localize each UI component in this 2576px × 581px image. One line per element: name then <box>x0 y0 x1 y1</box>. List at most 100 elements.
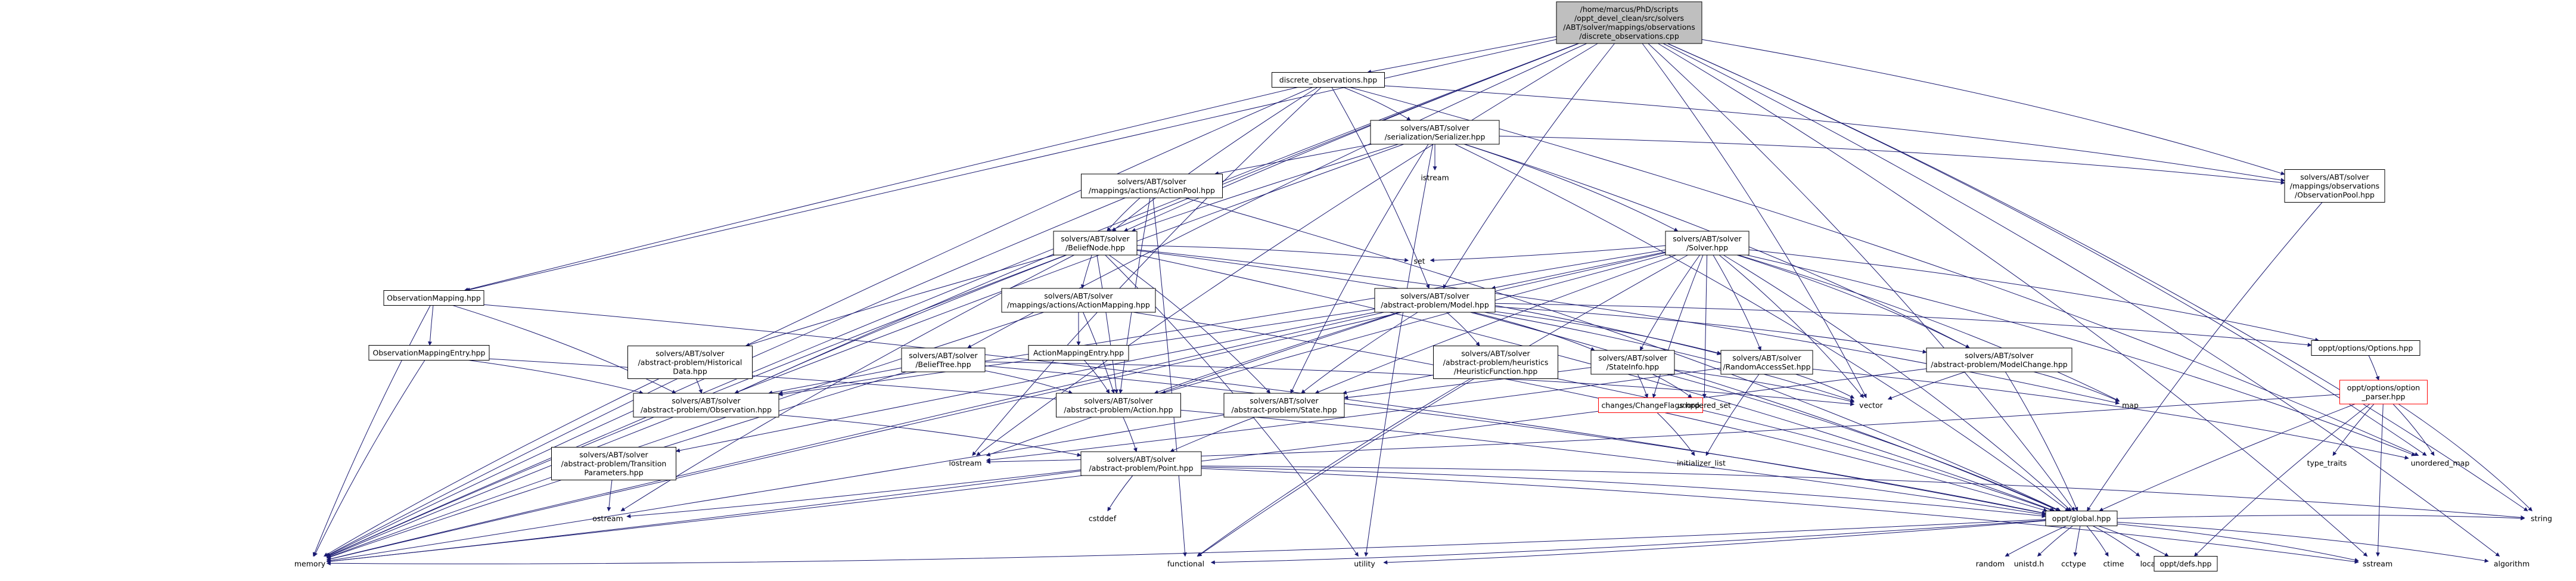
node-heuristic[interactable]: solvers/ABT/solver/abstract-problem/heur… <box>1433 346 1558 379</box>
node-defs[interactable]: oppt/defs.hpp <box>2154 556 2218 571</box>
node-label: istream <box>1421 173 1449 182</box>
edge-obs-mapping-to-memory <box>312 305 431 557</box>
node-label: /Solver.hpp <box>1686 243 1728 252</box>
node-label: /abstract-problem/State.hpp <box>1231 405 1337 414</box>
node-string: string <box>2531 514 2552 523</box>
edge-belief-node-to-observation <box>734 254 1067 394</box>
node-box <box>2045 511 2118 526</box>
node-box <box>627 346 753 379</box>
node-label: /HeuristicFunction.hpp <box>1454 367 1538 376</box>
node-action-mapping-entry[interactable]: ActionMappingEntry.hpp <box>1028 345 1129 361</box>
node-state[interactable]: solvers/ABT/solver/abstract-problem/Stat… <box>1223 393 1345 418</box>
node-transition[interactable]: solvers/ABT/solver/abstract-problem/Tran… <box>551 447 676 480</box>
node-box <box>1556 1 1702 44</box>
node-label: solvers/ABT/solver <box>909 351 978 360</box>
edge-global-to-defs <box>2098 526 2169 557</box>
edge-root-to-vector <box>1642 43 1867 399</box>
edge-root-to-belief-node <box>1123 43 1579 232</box>
node-belief-node[interactable]: solvers/ABT/solver/BeliefNode.hpp <box>1053 231 1138 256</box>
edge-random-access-to-initializer-list <box>1705 374 1760 456</box>
edge-solver-to-global <box>1723 254 2072 511</box>
node-ostream: ostream <box>592 514 623 523</box>
node-box <box>1665 231 1750 256</box>
node-label: random <box>1976 560 2005 568</box>
node-model-change[interactable]: solvers/ABT/solver/abstract-problem/Mode… <box>1926 347 2072 372</box>
node-label: functional <box>1167 560 1204 568</box>
node-model[interactable]: solvers/ABT/solver/abstract-problem/Mode… <box>1374 288 1496 313</box>
node-belief-tree[interactable]: solvers/ABT/solver/BeliefTree.hpp <box>901 347 986 372</box>
edge-change-flags-to-initializer-list <box>1657 412 1695 456</box>
edge-solver-to-state <box>1315 254 1676 394</box>
node-action[interactable]: solvers/ABT/solver/abstract-problem/Acti… <box>1056 393 1181 418</box>
edge-options-to-option-parser <box>2368 355 2380 381</box>
edge-global-to-memory <box>326 519 2046 566</box>
node-action-mapping[interactable]: solvers/ABT/solver/mappings/actions/Acti… <box>1001 288 1156 313</box>
edge-state-to-point <box>1170 417 1256 452</box>
edge-model-to-statistic <box>1472 312 1595 351</box>
node-label: solvers/ABT/solver <box>1400 123 1469 132</box>
node-serializer[interactable]: solvers/ABT/solver/serialization/Seriali… <box>1370 120 1500 145</box>
node-label: discrete_observations.hpp <box>1279 76 1377 85</box>
node-box <box>383 290 484 306</box>
node-label: solvers/ABT/solver <box>1732 353 1801 362</box>
node-box <box>2154 556 2218 571</box>
node-obs-mapping-entry[interactable]: ObservationMappingEntry.hpp <box>368 345 490 361</box>
node-obs-pool[interactable]: solvers/ABT/solver/mappings/observations… <box>2284 169 2385 203</box>
node-label: sstream <box>2363 560 2392 568</box>
edge-model-change-to-map <box>2033 371 2120 402</box>
node-statistic[interactable]: solvers/ABT/solver/StateInfo.hpp <box>1590 350 1675 375</box>
edge-discrete-obs-hpp-to-iostream <box>972 87 1322 456</box>
edge-belief-node-to-action-mapping <box>1080 254 1092 289</box>
edge-obs-mapping-to-observation <box>452 305 676 394</box>
edge-global-to-string <box>2117 515 2525 521</box>
node-label: solvers/ABT/solver <box>1598 353 1667 362</box>
node-discrete-obs-hpp[interactable]: discrete_observations.hpp <box>1272 72 1385 88</box>
node-box <box>368 345 490 361</box>
edge-discrete-obs-hpp-to-memory <box>325 87 1313 557</box>
node-options[interactable]: oppt/options/Options.hpp <box>2311 340 2420 356</box>
edge-discrete-obs-hpp-to-unordered-map <box>1350 87 2419 456</box>
node-label: /abstract-problem/Action.hpp <box>1064 405 1173 414</box>
node-label: memory <box>294 560 326 568</box>
edge-random-access-to-vector <box>1795 374 1855 399</box>
edge-point-to-sstream <box>1201 468 2359 564</box>
node-historical[interactable]: solvers/ABT/solver/abstract-problem/Hist… <box>627 346 753 379</box>
node-label: solvers/ABT/solver <box>1673 234 1742 243</box>
node-obs-mapping[interactable]: ObservationMapping.hpp <box>383 290 484 306</box>
edge-root-to-discrete-obs-hpp <box>1367 36 1557 74</box>
node-box <box>2339 380 2428 405</box>
node-label: /abstract-problem/Point.hpp <box>1089 464 1193 473</box>
edge-global-to-sstream <box>2117 523 2359 563</box>
node-label: ctime <box>2103 560 2124 568</box>
node-label: iostream <box>949 459 982 468</box>
edge-point-to-memory <box>326 470 1082 564</box>
node-label: solvers/ABT/solver <box>1965 351 2034 360</box>
node-box <box>1598 397 1703 413</box>
node-root[interactable]: /home/marcus/PhD/scripts/oppt_devel_clea… <box>1556 1 1702 44</box>
node-layer: /home/marcus/PhD/scripts/oppt_devel_clea… <box>294 1 2552 571</box>
node-observation[interactable]: solvers/ABT/solver/abstract-problem/Obse… <box>633 393 779 418</box>
edge-action-pool-to-belief-node <box>1107 197 1141 232</box>
edge-serializer-to-belief-node <box>1131 144 1399 232</box>
node-action-pool[interactable]: solvers/ABT/solver/mappings/actions/Acti… <box>1081 173 1223 198</box>
node-label: /mappings/observations <box>2290 182 2379 191</box>
edge-serializer-to-state <box>1290 144 1429 394</box>
edge-heuristic-to-state <box>1342 374 1434 395</box>
node-point[interactable]: solvers/ABT/solver/abstract-problem/Poin… <box>1080 451 1202 476</box>
node-label: unordered_set <box>1677 401 1731 410</box>
node-solver[interactable]: solvers/ABT/solver/Solver.hpp <box>1665 231 1750 256</box>
node-global[interactable]: oppt/global.hpp <box>2045 511 2118 526</box>
node-change-flags[interactable]: changes/ChangeFlags.hpp <box>1598 397 1703 413</box>
node-box <box>2284 169 2385 203</box>
edge-serializer-to-action-pool <box>1214 144 1372 176</box>
node-functional: functional <box>1167 560 1204 568</box>
edge-solver-to-map <box>1738 254 2120 402</box>
edge-statistic-to-change-flags <box>1637 374 1649 399</box>
node-option-parser[interactable]: oppt/options/option_parser.hpp <box>2339 380 2428 405</box>
edge-global-to-utility <box>1383 520 2046 565</box>
edge-random-access-to-unordered-map <box>1812 369 2409 460</box>
node-random-access[interactable]: solvers/ABT/solver/RandomAccessSet.hpp <box>1720 350 1813 375</box>
edge-state-to-memory <box>326 414 1225 563</box>
node-ctime: ctime <box>2103 560 2124 568</box>
node-box <box>1370 120 1500 145</box>
